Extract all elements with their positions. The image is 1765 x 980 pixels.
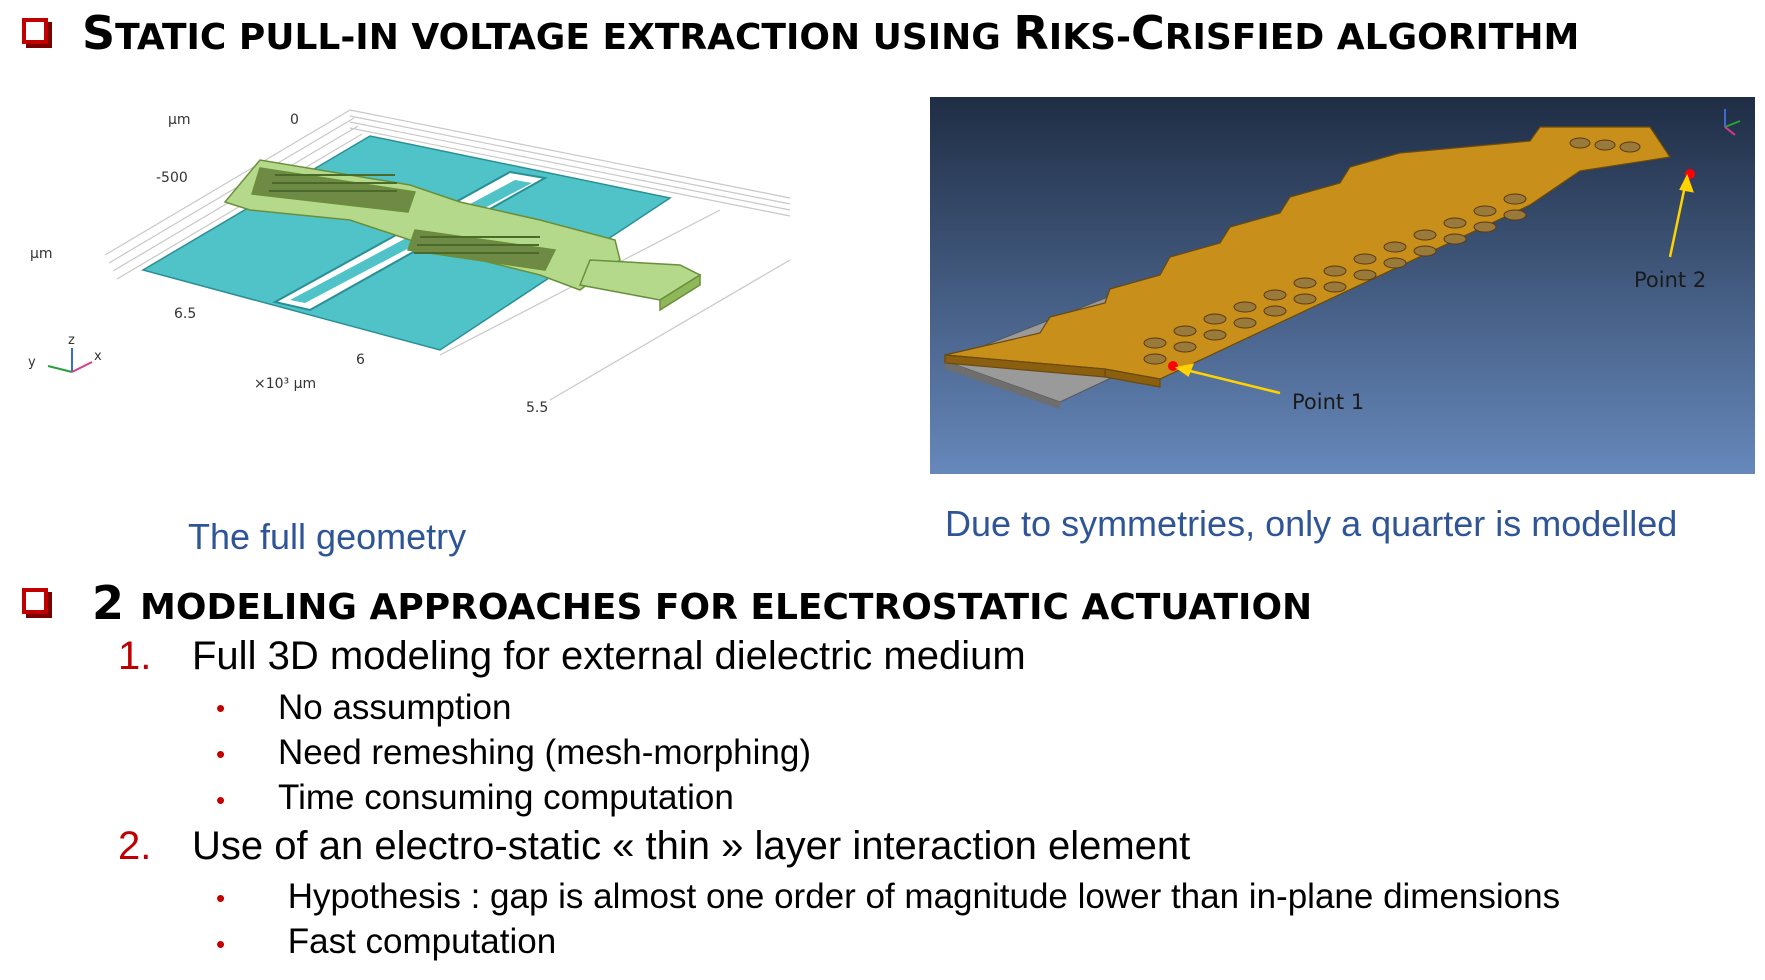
item2-number: 2.	[118, 824, 152, 868]
item1-text: Full 3D modeling for external dielectric…	[192, 634, 1026, 678]
axis-triad-icon: z y x	[28, 333, 102, 373]
item1-sub1: No assumption	[278, 688, 512, 727]
grid-lines	[104, 109, 791, 401]
gold-beam	[944, 126, 1672, 388]
svg-text:6.5: 6.5	[174, 306, 196, 322]
item1-sub3: Time consuming computation	[278, 778, 734, 817]
annotation-arrows	[1174, 173, 1694, 395]
item1-sub2: Need remeshing (mesh-morphing)	[278, 733, 811, 772]
axis-triad-icon	[1724, 109, 1741, 136]
svg-text:0: 0	[290, 112, 299, 128]
svg-text:μm: μm	[30, 246, 53, 262]
svg-text:5.5: 5.5	[526, 400, 548, 416]
item2-text: Use of an electro-static « thin » layer …	[192, 824, 1191, 868]
svg-text:×10³ μm: ×10³ μm	[254, 376, 316, 392]
svg-text:y: y	[28, 355, 36, 370]
green-beam	[223, 159, 702, 312]
dot-icon: •	[216, 883, 226, 913]
point1-marker	[1168, 361, 1178, 371]
section2-bullet-icon	[22, 588, 48, 614]
perforation-pattern	[269, 174, 540, 254]
section2-heading: 2 MODELING APPROACHES FOR ELECTROSTATIC …	[92, 576, 1313, 630]
dot-icon: •	[216, 785, 226, 815]
dot-icon: •	[216, 739, 226, 769]
svg-text:Point 1: Point 1	[1292, 390, 1364, 414]
item2-sub1: Hypothesis : gap is almost one order of …	[278, 877, 1561, 916]
title-bullet-icon	[22, 18, 48, 44]
item2-sub2: Fast computation	[278, 922, 557, 961]
dot-icon: •	[216, 929, 226, 959]
full-geometry-caption: The full geometry	[188, 516, 467, 557]
perforation-holes	[1143, 137, 1641, 365]
full-geometry-figure: μm 0 -500 μm 6.5 6 ×10³ μm 5.5 z y x	[20, 90, 810, 430]
svg-text:μm: μm	[168, 112, 191, 128]
svg-text:6: 6	[356, 352, 365, 368]
slide-title: STATIC PULL-IN VOLTAGE EXTRACTION USING …	[82, 6, 1580, 60]
quarter-model-figure: Point 1 Point 2	[930, 97, 1755, 474]
svg-text:Point 2: Point 2	[1634, 268, 1706, 292]
quarter-model-caption: Due to symmetries, only a quarter is mod…	[945, 503, 1678, 544]
svg-text:z: z	[68, 333, 75, 348]
dot-icon: •	[216, 693, 226, 723]
svg-text:-500: -500	[156, 170, 188, 186]
item1-number: 1.	[118, 634, 152, 678]
svg-text:x: x	[94, 349, 102, 364]
